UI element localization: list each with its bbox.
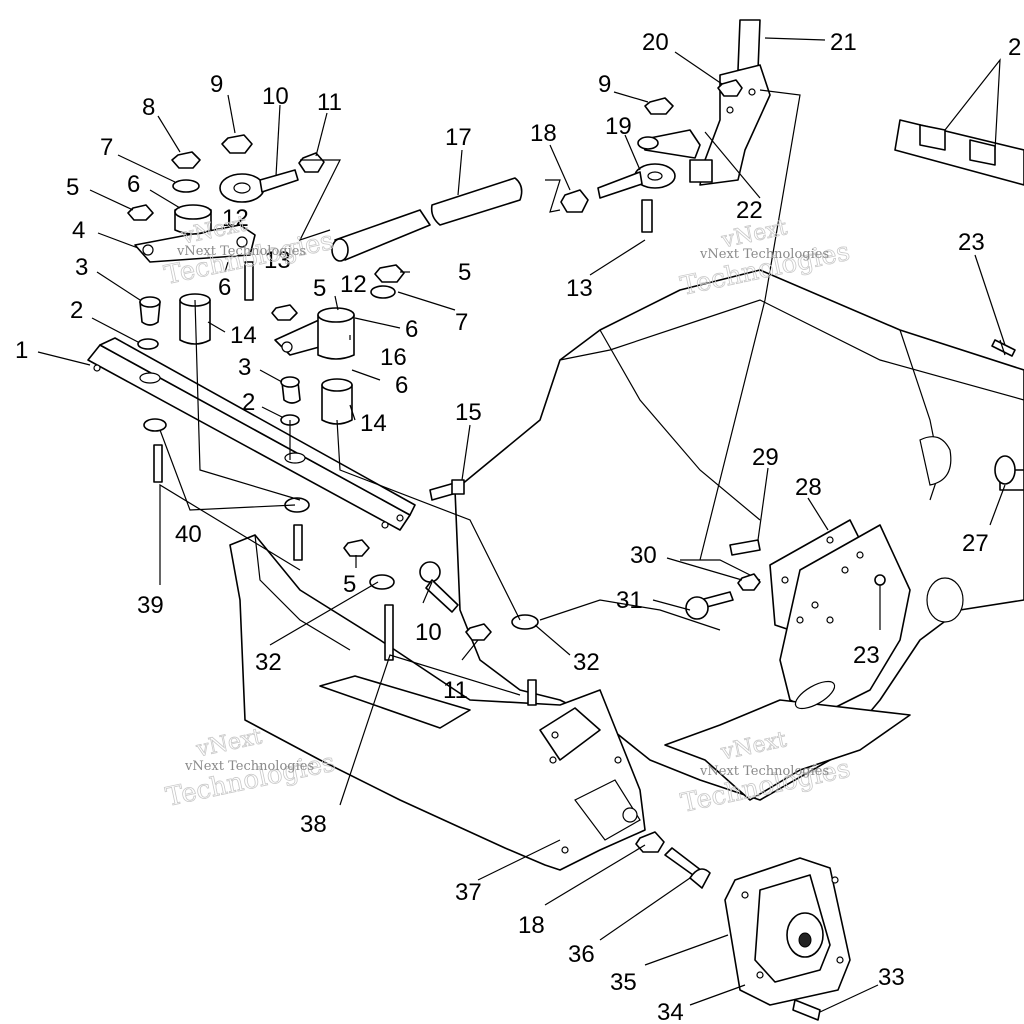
callout-label: 3 — [75, 254, 88, 281]
rod-ends — [219, 129, 701, 613]
watermark-word: Technologies — [163, 748, 338, 813]
callout-label: 30 — [630, 542, 657, 569]
callout-label: 39 — [137, 592, 164, 619]
watermark-caption: vNext Technologies — [184, 759, 314, 774]
callout-label: 5 — [313, 275, 326, 302]
callout-label: 23 — [853, 642, 880, 669]
bracket-plates — [664, 519, 911, 801]
callout-label: 4 — [72, 217, 85, 244]
callout-label: 18 — [518, 912, 545, 939]
callout-label: 2 — [70, 297, 83, 324]
callout-label: 5 — [343, 571, 356, 598]
callout-label: 6 — [405, 316, 418, 343]
callout-label: 29 — [752, 444, 779, 471]
steering-arms — [134, 204, 355, 360]
rear-rail — [894, 119, 1024, 186]
callout-label: 11 — [317, 89, 342, 116]
callout-label: 12 — [222, 205, 249, 232]
cross-tube — [87, 337, 416, 531]
bushings — [137, 293, 353, 426]
callout-label: 2 — [1008, 34, 1021, 61]
callout-label: 2 — [242, 389, 255, 416]
callout-label: 6 — [395, 372, 408, 399]
callout-label: 38 — [300, 811, 327, 838]
callout-label: 5 — [66, 174, 79, 201]
callout-label: 10 — [415, 619, 442, 646]
bearing-housing — [724, 857, 851, 1006]
callout-label: 13 — [264, 247, 291, 274]
watermark-caption: vNext Technologies — [699, 247, 829, 262]
callout-label: 37 — [455, 879, 482, 906]
callout-label: 9 — [210, 71, 223, 98]
callout-label: 27 — [962, 530, 989, 557]
callout-label: 35 — [610, 969, 637, 996]
callout-label: 7 — [100, 134, 113, 161]
callout-label: 34 — [657, 999, 684, 1024]
callout-label: 6 — [218, 274, 231, 301]
callout-label: 14 — [230, 322, 257, 349]
steering-column — [689, 19, 771, 186]
callout-label: 15 — [455, 399, 482, 426]
callout-label: 8 — [142, 94, 155, 121]
callout-label: 12 — [340, 271, 367, 298]
tie-rod — [331, 177, 523, 262]
callout-label: 17 — [445, 124, 472, 151]
callout-label: 23 — [958, 229, 985, 256]
callout-label: 3 — [238, 354, 251, 381]
callout-label: 18 — [530, 120, 557, 147]
callout-label: 40 — [175, 521, 202, 548]
callout-label: 20 — [642, 29, 669, 56]
callout-label: 16 — [380, 344, 407, 371]
assembly-lines — [194, 89, 1006, 621]
callout-label: 31 — [616, 587, 643, 614]
callout-label: 7 — [455, 309, 468, 336]
callout-label: 6 — [127, 171, 140, 198]
callout-label: 10 — [262, 83, 289, 110]
callout-label: 33 — [878, 964, 905, 991]
callout-label: 28 — [795, 474, 822, 501]
hardware — [127, 79, 1024, 1021]
callout-label: 1 — [15, 337, 28, 364]
callout-label: 21 — [830, 29, 857, 56]
callout-label: 32 — [255, 649, 282, 676]
watermark-brand: vNext — [193, 724, 264, 762]
callout-label: 13 — [566, 275, 593, 302]
callout-label: 9 — [598, 71, 611, 98]
callout-label: 14 — [360, 410, 387, 437]
callouts: 1 2 2 3 3 4 5 5 5 5 6 6 6 6 7 7 8 9 — [15, 29, 1021, 1024]
callout-label: 19 — [605, 113, 632, 140]
callout-label: 32 — [573, 649, 600, 676]
callout-label: 11 — [443, 677, 468, 704]
callout-label: 22 — [736, 197, 763, 224]
front-bulkhead — [229, 534, 646, 871]
callout-label: 36 — [568, 941, 595, 968]
callout-label: 5 — [458, 259, 471, 286]
watermark-caption: vNext Technologies — [699, 764, 829, 779]
watermark-caption: vNext Technologies — [176, 244, 306, 259]
